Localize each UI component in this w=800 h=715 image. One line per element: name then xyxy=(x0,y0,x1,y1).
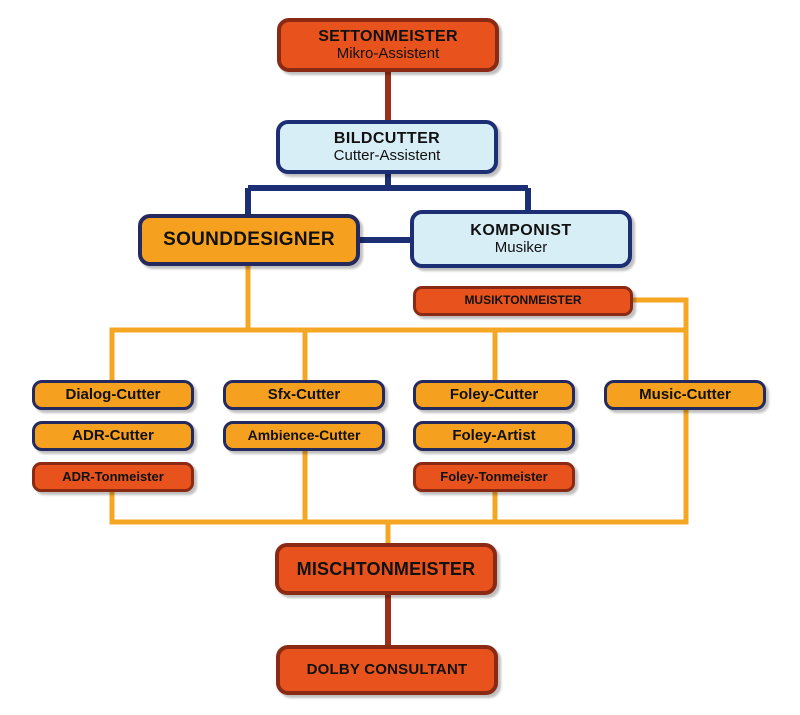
dolby-consultant-title: DOLBY CONSULTANT xyxy=(306,660,468,678)
settonmeister-title: SETTONMEISTER xyxy=(318,27,458,45)
foley-cutter-title: Foley-Cutter xyxy=(449,385,539,403)
sfx-cutter-box: Sfx-Cutter xyxy=(223,380,385,410)
adr-cutter-box: ADR-Cutter xyxy=(32,421,194,451)
komponist-title: KOMPONIST xyxy=(470,221,572,239)
sounddesigner-title: SOUNDDESIGNER xyxy=(163,229,335,251)
bildcutter-box: BILDCUTTER Cutter-Assistent xyxy=(276,120,498,174)
komponist-box: KOMPONIST Musiker xyxy=(410,210,632,268)
ambience-cutter-title: Ambience-Cutter xyxy=(247,427,361,444)
adr-cutter-title: ADR-Cutter xyxy=(72,426,154,444)
foley-artist-box: Foley-Artist xyxy=(413,421,575,451)
komponist-subtitle: Musiker xyxy=(494,238,548,256)
settonmeister-subtitle: Mikro-Assistent xyxy=(336,44,440,62)
dialog-cutter-title: Dialog-Cutter xyxy=(65,385,161,403)
mischtonmeister-title: MISCHTONMEISTER xyxy=(296,558,476,579)
musiktonmeister-box: MUSIKTONMEISTER xyxy=(413,286,633,316)
music-cutter-box: Music-Cutter xyxy=(604,380,766,410)
foley-tonmeister-title: Foley-Tonmeister xyxy=(440,468,548,484)
navy-connectors xyxy=(245,174,531,243)
music-cutter-title: Music-Cutter xyxy=(639,385,731,403)
foley-cutter-box: Foley-Cutter xyxy=(413,380,575,410)
adr-tonmeister-box: ADR-Tonmeister xyxy=(32,462,194,492)
dialog-cutter-box: Dialog-Cutter xyxy=(32,380,194,410)
sounddesigner-box: SOUNDDESIGNER xyxy=(138,214,360,266)
sfx-cutter-title: Sfx-Cutter xyxy=(267,385,341,403)
bildcutter-title: BILDCUTTER xyxy=(333,129,441,147)
orange-connectors xyxy=(109,263,689,546)
musiktonmeister-title: MUSIKTONMEISTER xyxy=(464,293,582,308)
dolby-consultant-box: DOLBY CONSULTANT xyxy=(276,645,498,695)
foley-tonmeister-box: Foley-Tonmeister xyxy=(413,462,575,492)
bildcutter-subtitle: Cutter-Assistent xyxy=(333,146,441,164)
mischtonmeister-box: MISCHTONMEISTER xyxy=(275,543,497,595)
settonmeister-box: SETTONMEISTER Mikro-Assistent xyxy=(277,18,499,72)
adr-tonmeister-title: ADR-Tonmeister xyxy=(62,468,164,484)
ambience-cutter-box: Ambience-Cutter xyxy=(223,421,385,451)
foley-artist-title: Foley-Artist xyxy=(452,426,536,444)
